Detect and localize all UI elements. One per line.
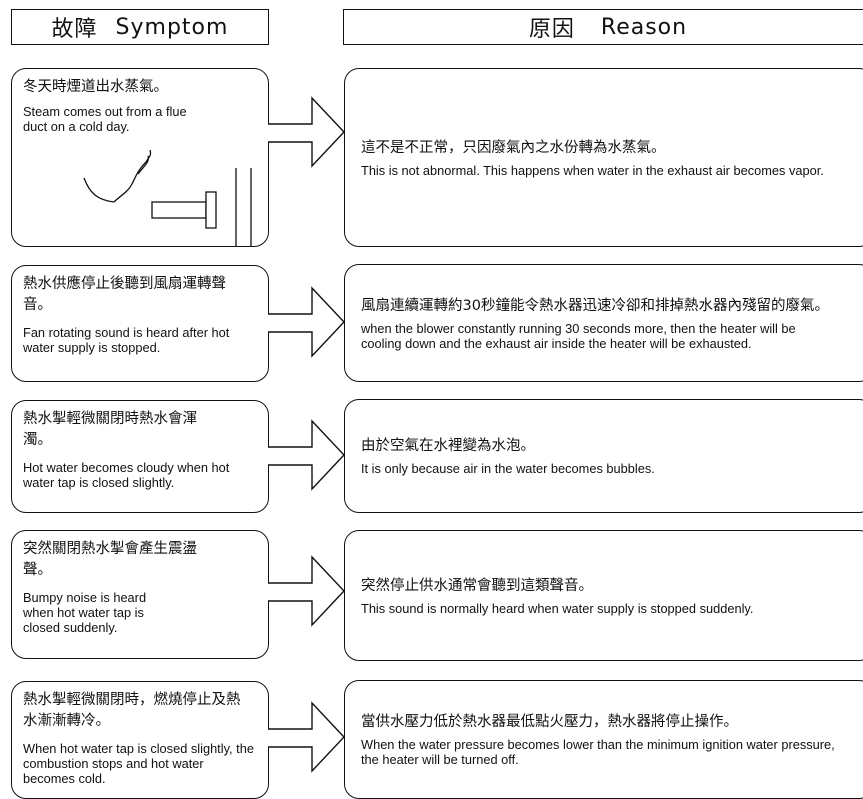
reason-box-5: 當供水壓力低於熱水器最低點火壓力，熱水器將停止操作。 When the wate… — [344, 680, 863, 799]
steam-flue-illustration — [83, 149, 252, 246]
symptom-en-1: Steam comes out from a flue duct on a co… — [23, 104, 187, 134]
reason-en-3: It is only because air in the water beco… — [361, 461, 655, 476]
reason-zh-1: 這不是不正常，只因廢氣內之水份轉為水蒸氣。 — [361, 139, 666, 156]
arrow-3 — [268, 419, 345, 491]
reason-header-en: Reason — [600, 14, 688, 40]
arrow-2 — [268, 286, 345, 358]
reason-box-3: 由於空氣在水裡變為水泡。 It is only because air in t… — [344, 399, 863, 513]
symptom-zh-4: 突然關閉熱水掣會產生震盪聲。 — [23, 541, 197, 578]
reason-header: 原因 Reason — [343, 9, 863, 45]
reason-en-1: This is not abnormal. This happens when … — [361, 162, 824, 178]
symptom-en-2: Fan rotating sound is heard after hot wa… — [23, 325, 230, 355]
symptom-box-1: 冬天時煙道出水蒸氣。 Steam comes out from a flue d… — [11, 68, 269, 247]
arrow-4 — [268, 555, 345, 627]
symptom-box-4: 突然關閉熱水掣會產生震盪聲。 Bumpy noise is heard when… — [11, 530, 269, 659]
symptom-zh-5: 熱水掣輕微關閉時，燃燒停止及熱水漸漸轉冷。 — [23, 692, 241, 729]
symptom-box-2: 熱水供應停止後聽到風扇運轉聲音。 Fan rotating sound is h… — [11, 265, 269, 382]
reason-en-2: when the blower constantly running 30 se… — [361, 320, 796, 351]
reason-en-5: When the water pressure becomes lower th… — [361, 737, 835, 767]
reason-box-4: 突然停止供水通常會聽到這類聲音。 This sound is normally … — [344, 530, 863, 661]
symptom-box-3: 熱水掣輕微關閉時熱水會渾濁。 Hot water becomes cloudy … — [11, 400, 269, 513]
arrow-1 — [268, 96, 345, 168]
reason-box-1: 這不是不正常，只因廢氣內之水份轉為水蒸氣。 This is not abnorm… — [344, 68, 863, 247]
symptom-zh-3: 熱水掣輕微關閉時熱水會渾濁。 — [23, 411, 197, 448]
symptom-en-3: Hot water becomes cloudy when hot water … — [23, 460, 230, 490]
reason-en-4: This sound is normally heard when water … — [361, 600, 754, 616]
symptom-header-zh: 故障 — [51, 17, 98, 42]
reason-zh-4: 突然停止供水通常會聽到這類聲音。 — [361, 577, 593, 594]
arrow-5 — [268, 701, 345, 773]
reason-header-zh: 原因 — [528, 17, 575, 42]
symptom-zh-2: 熱水供應停止後聽到風扇運轉聲音。 — [23, 276, 226, 313]
symptom-en-4: Bumpy noise is heard when hot water tap … — [23, 590, 147, 635]
symptom-box-5: 熱水掣輕微關閉時，燃燒停止及熱水漸漸轉冷。 When hot water tap… — [11, 681, 269, 799]
reason-box-2: 風扇連續運轉約30秒鐘能令熱水器迅速冷卻和排掉熱水器內殘留的廢氣。 when t… — [344, 264, 863, 382]
reason-zh-5: 當供水壓力低於熱水器最低點火壓力，熱水器將停止操作。 — [361, 714, 738, 730]
symptom-zh-1: 冬天時煙道出水蒸氣。 — [23, 79, 168, 95]
symptom-header: 故障 Symptom — [11, 9, 269, 45]
reason-zh-2: 風扇連續運轉約30秒鐘能令熱水器迅速冷卻和排掉熱水器內殘留的廢氣。 — [361, 297, 829, 314]
symptom-en-5: When hot water tap is closed slightly, t… — [23, 741, 254, 786]
symptom-header-en: Symptom — [115, 14, 229, 40]
reason-zh-3: 由於空氣在水裡變為水泡。 — [361, 438, 535, 454]
